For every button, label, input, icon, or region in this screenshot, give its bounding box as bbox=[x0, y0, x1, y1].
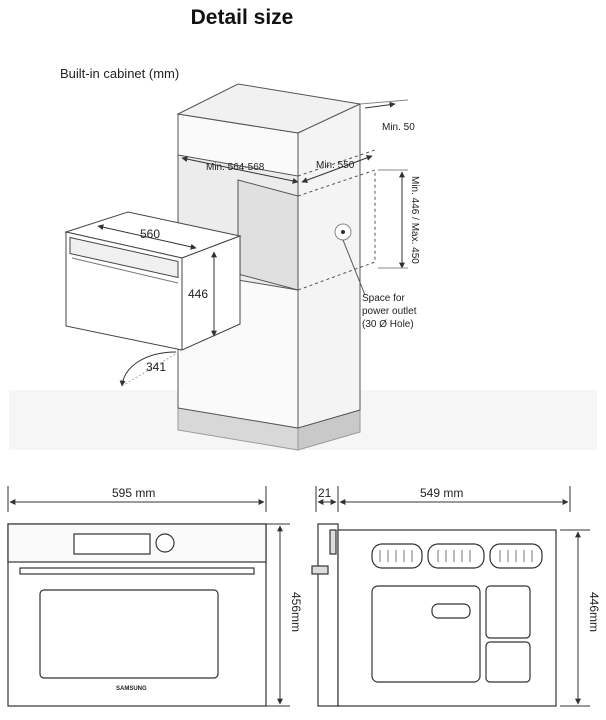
side-height-label: 446mm bbox=[587, 592, 601, 632]
front-depth-label: 21 bbox=[318, 486, 332, 500]
door-swing-label: 341 bbox=[146, 360, 166, 374]
outlet-label-line2: power outlet bbox=[362, 306, 417, 317]
oven-side-view bbox=[311, 523, 557, 707]
outlet-label-line1: Space for bbox=[362, 293, 405, 304]
side-depth-label: 549 mm bbox=[420, 486, 463, 500]
min-width-label: Min. 564-568 bbox=[206, 162, 265, 173]
oven-front-view bbox=[7, 523, 267, 707]
oven-width-label: 560 bbox=[140, 227, 160, 241]
front-view-dimensions bbox=[7, 486, 290, 707]
outlet-label-line3: (30 Ø Hole) bbox=[362, 319, 414, 330]
height-range-label: Min. 446 / Max. 450 bbox=[409, 176, 420, 264]
front-width-label: 595 mm bbox=[112, 486, 155, 500]
oven-height-label: 446 bbox=[188, 287, 208, 301]
min-50-label: Min. 50 bbox=[382, 122, 415, 133]
brand-logo-text: SAMSUNG bbox=[116, 686, 147, 692]
side-view-dimensions bbox=[315, 486, 590, 707]
min-depth-label: Min. 550 bbox=[316, 160, 355, 171]
front-height-label: 456mm bbox=[289, 592, 303, 632]
page-title: Detail size bbox=[190, 6, 294, 29]
cabinet-heading: Built-in cabinet (mm) bbox=[60, 66, 179, 81]
